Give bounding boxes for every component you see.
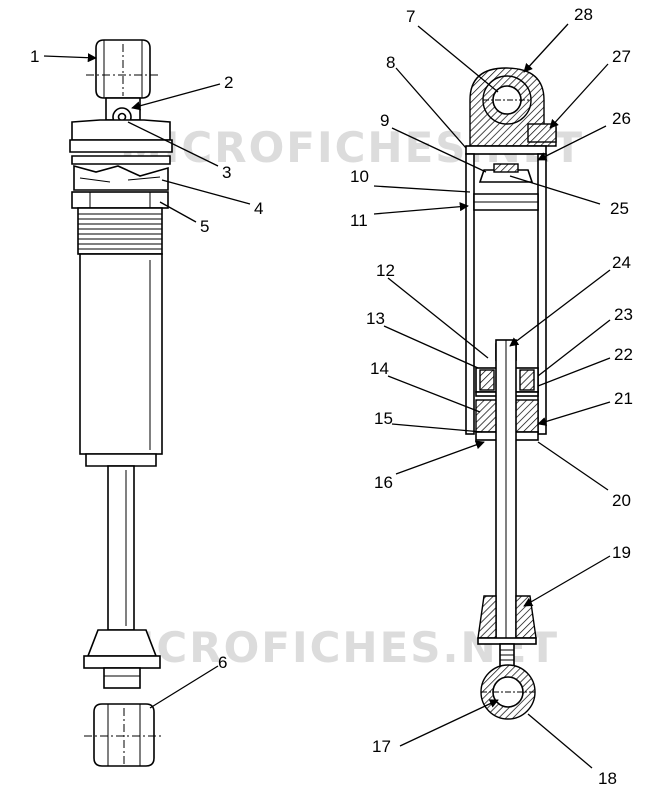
callout-27: 27	[612, 47, 631, 66]
callout-8: 8	[386, 53, 395, 72]
section-view	[465, 67, 557, 720]
callout-15: 15	[374, 409, 393, 428]
callout-20: 20	[612, 491, 631, 510]
callout-5: 5	[200, 217, 209, 236]
callout-3: 3	[222, 163, 231, 182]
callout-25: 25	[610, 199, 629, 218]
callout-12: 12	[376, 261, 395, 280]
callout-7: 7	[406, 7, 415, 26]
callout-14: 14	[370, 359, 389, 378]
callout-11: 11	[350, 211, 368, 230]
callout-21: 21	[614, 389, 633, 408]
callout-labels: 1 2 3 4 5 6 7 8 9 10 11 12 13 14 15 16 1…	[30, 5, 633, 788]
callout-28: 28	[574, 5, 593, 24]
callout-16: 16	[374, 473, 393, 492]
callout-6: 6	[218, 653, 227, 672]
leader-lines	[43, 23, 611, 769]
callout-19: 19	[612, 543, 631, 562]
callout-4: 4	[254, 199, 263, 218]
callout-2: 2	[224, 73, 233, 92]
callout-23: 23	[614, 305, 633, 324]
callout-26: 26	[612, 109, 631, 128]
callout-9: 9	[380, 111, 389, 130]
callout-24: 24	[612, 253, 631, 272]
exterior-view	[69, 39, 173, 767]
callout-10: 10	[350, 167, 369, 186]
callout-18: 18	[598, 769, 617, 788]
callout-17: 17	[372, 737, 391, 756]
callout-1: 1	[30, 47, 39, 66]
callout-22: 22	[614, 345, 633, 364]
callout-13: 13	[366, 309, 385, 328]
